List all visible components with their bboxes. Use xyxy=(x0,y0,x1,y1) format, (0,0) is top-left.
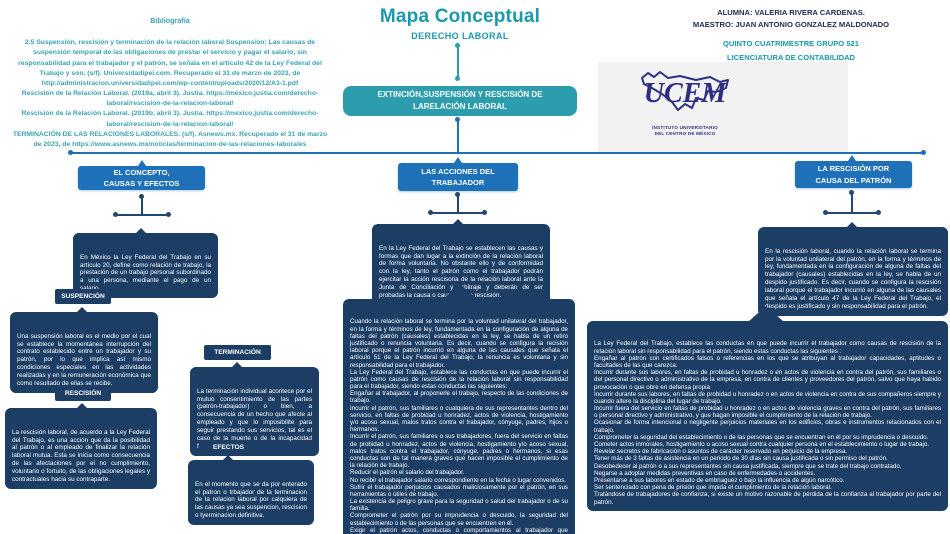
concepto-definition-box: En México la Ley Federal del Trabajo en … xyxy=(73,228,218,299)
suspension-box: Una suspensión laboral es el medio por e… xyxy=(10,307,158,393)
pointer-up-icon xyxy=(442,284,478,300)
degree-label: LICENCIATURA DE CONTABILIDAD xyxy=(726,52,856,62)
connector-bar xyxy=(116,214,169,216)
svg-text:UCEM: UCEM xyxy=(644,78,728,109)
pointer-up-icon xyxy=(748,306,784,322)
pointer-up-icon xyxy=(135,228,147,234)
connector-dot xyxy=(139,194,144,199)
page-title: Mapa Conceptual xyxy=(379,6,541,27)
pointer-up-icon xyxy=(846,222,858,228)
connector-dot xyxy=(849,190,854,195)
page-subtitle: DERECHO LABORAL xyxy=(411,31,509,41)
ucem-logo-icon: UCEM xyxy=(641,71,729,111)
connector-spine xyxy=(71,152,925,154)
student-info: ALUMNA: VALERIA RIVERA CARDENAS. MAESTRO… xyxy=(640,7,942,63)
connector-root-spine xyxy=(457,121,459,153)
student-name: ALUMNA: VALERIA RIVERA CARDENAS. xyxy=(717,8,865,17)
connector-branch-concepto xyxy=(141,198,143,215)
ucem-logo: UCEM INSTITUTO UNIVERSITARIO DEL CENTRO … xyxy=(638,68,732,137)
label-efectos: EFECTOS xyxy=(199,440,258,454)
rescision-text: La rescisión laboral, de acuerdo a la Le… xyxy=(12,428,150,483)
arrow-up-icon xyxy=(138,160,146,166)
label-suspension: SUSPENCIÓN xyxy=(55,289,111,304)
label-terminacion: TERMINACIÓN xyxy=(204,345,271,360)
connector-dot xyxy=(876,210,881,215)
connector-dot xyxy=(428,210,433,215)
connector-title-root xyxy=(457,46,459,77)
concepto-definition-text: En México la Ley Federal del Trabajo en … xyxy=(80,253,211,292)
rescision-box: La rescisión laboral, de acuerdo a la Le… xyxy=(5,403,157,489)
connector-dot xyxy=(455,76,460,81)
connector-dot xyxy=(455,117,460,122)
teacher-name: MAESTRO: JUAN ANTONIO GONZALEZ MALDONADO xyxy=(692,19,890,29)
arrow-up-icon xyxy=(848,155,856,161)
trabajador-detail-box: Cuando la relación laboral se termina po… xyxy=(343,284,575,534)
arrow-up-icon xyxy=(454,157,462,163)
pointer-up-icon xyxy=(231,362,243,368)
bibliography: Bibliografía 2.5 Suspensión, rescisión y… xyxy=(8,6,332,160)
connector-dot xyxy=(166,212,171,217)
patron-intro-text: En la rescisión laboral, cuando la relac… xyxy=(765,247,941,310)
ucem-logo-caption: INSTITUTO UNIVERSITARIO DEL CENTRO DE MÉ… xyxy=(652,125,718,137)
efectos-box: En el momento que se da por enterado el … xyxy=(188,455,314,526)
connector-bar xyxy=(431,212,485,214)
pointer-up-icon xyxy=(76,403,88,409)
pointer-up-icon xyxy=(76,307,88,313)
patron-detail-box: La Ley Federal del Trabajo, establece la… xyxy=(587,306,948,511)
branch-header-concepto: EL CONCEPTO, CAUSAS Y EFECTOS xyxy=(78,166,205,190)
branch-header-trabajador: LAS ACCIONES DEL TRABAJADOR xyxy=(398,163,518,191)
label-rescision: RESCISIÓN xyxy=(55,386,111,401)
connector-branch-patron xyxy=(851,194,853,213)
connector-dot xyxy=(68,150,73,155)
bibliography-entries: 2.5 Suspensión, rescisión y terminación … xyxy=(12,39,328,149)
connector-dot xyxy=(113,212,118,217)
patron-detail-text: La Ley Federal del Trabajo, establece la… xyxy=(594,340,941,506)
efectos-text: En el momento que se da por enterado el … xyxy=(195,480,308,520)
trabajador-detail-text: Cuando la relación laboral se termina po… xyxy=(350,318,568,534)
connector-bar xyxy=(826,212,879,214)
connector-dot xyxy=(455,192,460,197)
connector-dot xyxy=(455,43,460,48)
patron-intro-box: En la rescisión laboral, cuando la relac… xyxy=(758,222,948,316)
group-label: QUINTO CUATRIMESTRE GRUPO 521 xyxy=(722,38,859,48)
bibliography-title: Bibliografía xyxy=(150,16,190,26)
pointer-up-icon xyxy=(222,455,234,461)
branch-header-patron: LA RESCISIÓN POR CAUSA DEL PATRÓN xyxy=(795,161,912,188)
connector-dot xyxy=(482,210,487,215)
root-node: EXTINCIÓN,SUSPENSIÓN Y RESCISIÓN DE LARE… xyxy=(343,86,577,116)
suspension-text: Una suspensión laboral es el medio por e… xyxy=(17,332,151,387)
connector-dot xyxy=(921,150,926,155)
pointer-up-icon xyxy=(452,219,464,225)
logo-panel xyxy=(598,62,848,152)
connector-dot xyxy=(823,210,828,215)
connector-branch-trabajador xyxy=(457,196,459,213)
